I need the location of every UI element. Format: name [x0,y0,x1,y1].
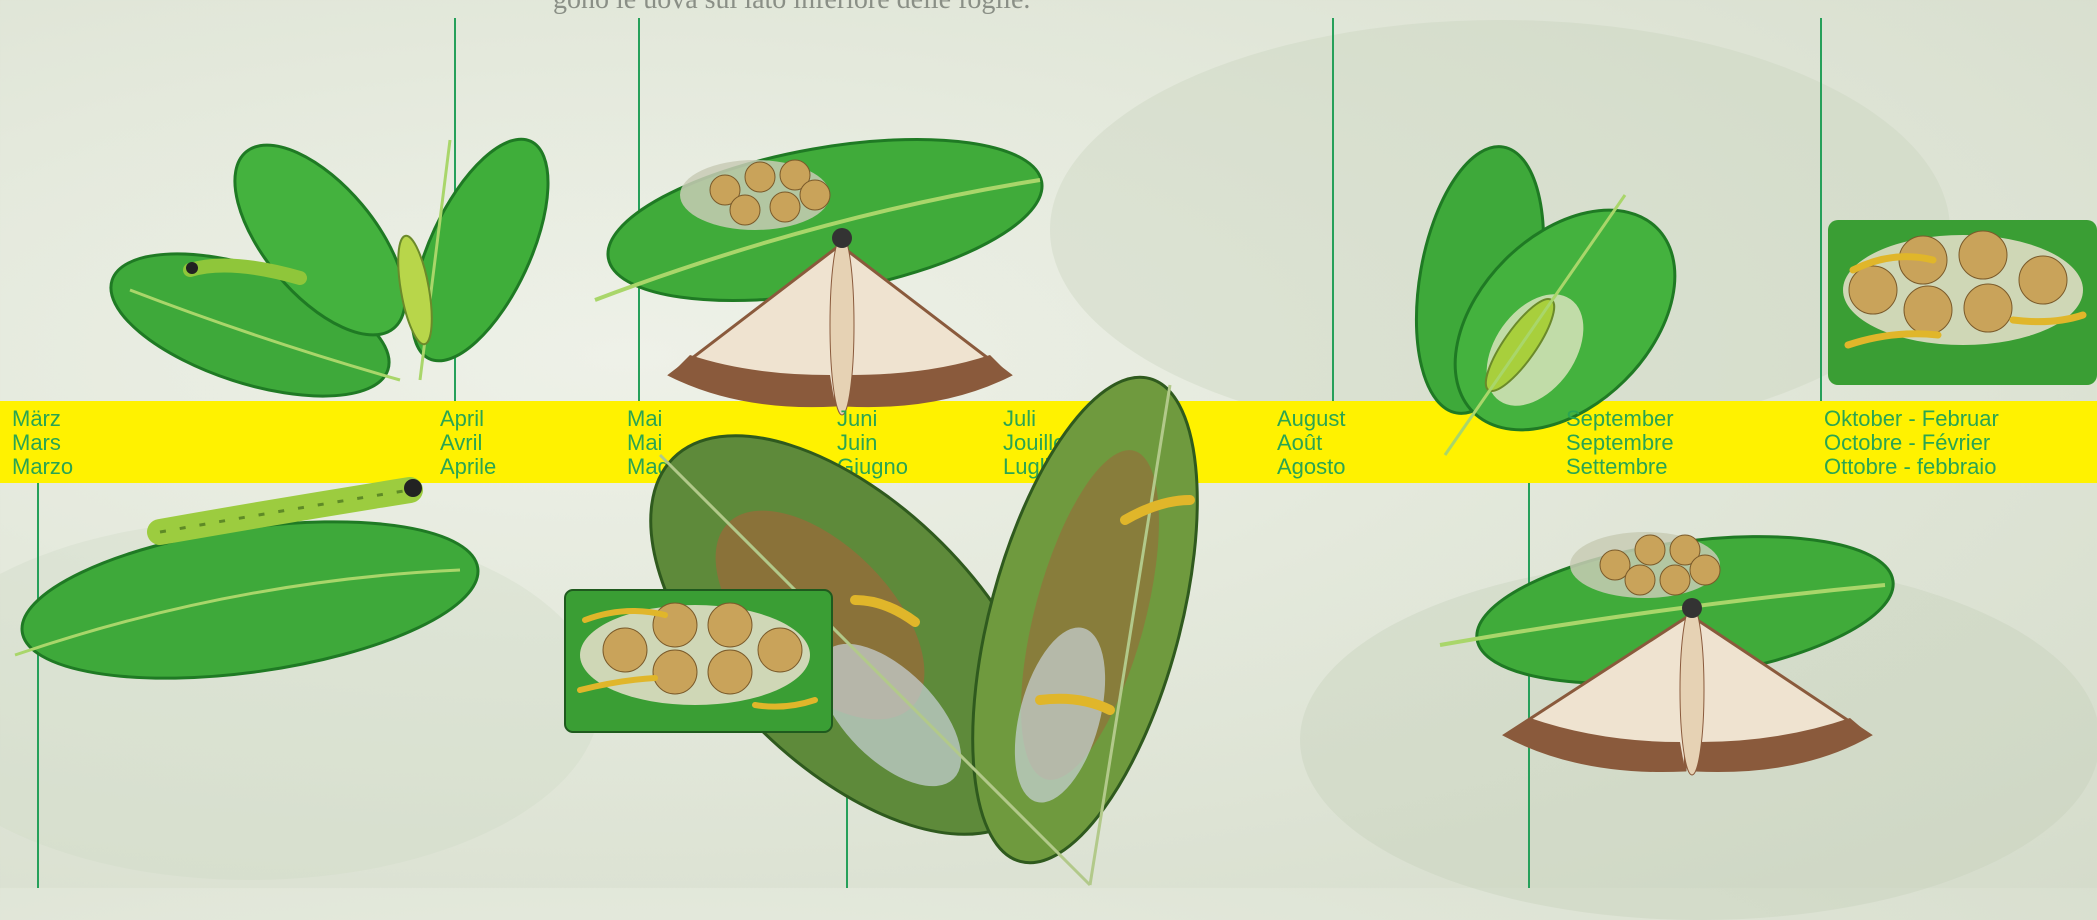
month-label-september: September Septembre Settembre [1566,407,1674,479]
month-de: September [1566,407,1674,431]
month-fr: Octobre - Février [1824,431,1999,455]
eggs-and-moth-illustration [590,135,1050,425]
overwintering-larvae-closeup [1828,220,2097,385]
month-fr: Septembre [1566,431,1674,455]
month-de: August [1277,407,1346,431]
month-label-april: April Avril Aprile [440,407,496,479]
month-it: Settembre [1566,455,1674,479]
intro-text: gono le uova sul lato inferiore delle fo… [553,0,1030,16]
month-it: Marzo [12,455,73,479]
egg-cluster-closeup [565,590,832,732]
eggs-and-moth-illustration-2 [1440,520,1900,790]
month-de: März [12,407,73,431]
month-it: Ottobre - febbraio [1824,455,1999,479]
month-it: Aprile [440,455,496,479]
month-label-maerz: März Mars Marzo [12,407,73,479]
month-fr: Mars [12,431,73,455]
caterpillar-on-leaf-illustration [15,470,465,720]
month-it: Agosto [1277,455,1346,479]
month-fr: Août [1277,431,1346,455]
caterpillar-on-leaves-illustration [110,130,550,430]
month-fr: Avril [440,431,496,455]
month-de: Oktober - Februar [1824,407,1999,431]
month-de: April [440,407,496,431]
timeline-line [1820,18,1822,401]
timeline-line [1332,18,1334,401]
month-label-august: August Août Agosto [1277,407,1346,479]
month-label-oktober-februar: Oktober - Februar Octobre - Février Otto… [1824,407,1999,479]
